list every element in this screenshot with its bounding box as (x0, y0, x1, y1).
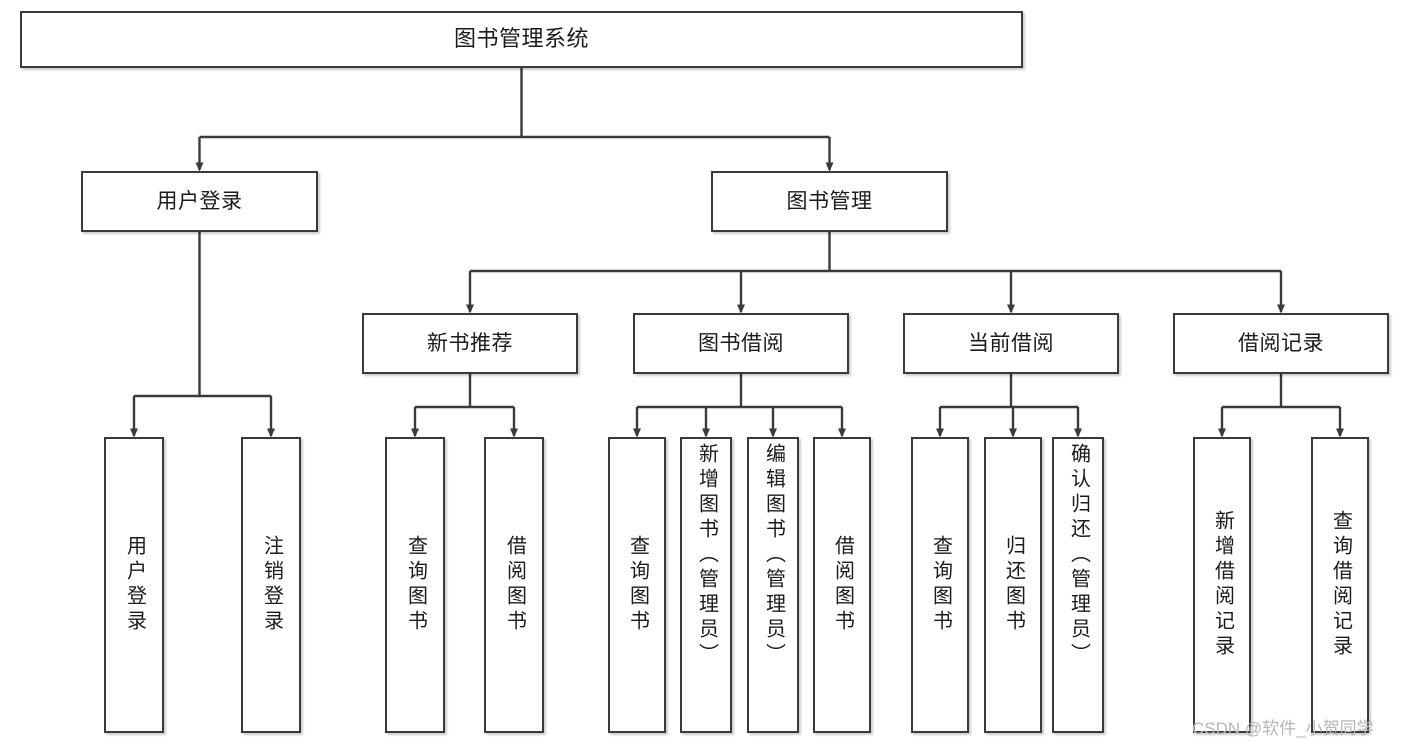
node-leaf12[interactable]: 新增借阅记录 (1193, 437, 1251, 733)
node-label: 图书管理系统 (453, 26, 589, 52)
node-bookmgr[interactable]: 图书管理 (711, 171, 948, 232)
node-label: 用户登录 (156, 189, 243, 213)
node-root[interactable]: 图书管理系统 (20, 11, 1023, 68)
node-label: 当前借阅 (968, 331, 1054, 355)
node-label: 编辑图书（管理员） (762, 443, 785, 668)
node-leaf7[interactable]: 编辑图书（管理员） (747, 437, 799, 733)
node-leaf5[interactable]: 查询图书 (608, 437, 666, 733)
node-login[interactable]: 用户登录 (81, 171, 318, 232)
node-label: 查询图书 (929, 535, 952, 635)
node-label: 新增借阅记录 (1211, 510, 1234, 660)
node-leaf3[interactable]: 查询图书 (385, 437, 445, 733)
node-label: 图书借阅 (698, 331, 784, 355)
node-leaf2[interactable]: 注销登录 (241, 437, 301, 733)
node-leaf13[interactable]: 查询借阅记录 (1311, 437, 1369, 733)
node-label: 查询借阅记录 (1329, 510, 1352, 660)
node-borrow[interactable]: 图书借阅 (633, 313, 849, 374)
node-leaf9[interactable]: 查询图书 (911, 437, 969, 733)
node-label: 新增图书（管理员） (695, 443, 718, 668)
node-current[interactable]: 当前借阅 (903, 313, 1119, 374)
node-leaf10[interactable]: 归还图书 (984, 437, 1042, 733)
node-label: 新书推荐 (427, 331, 513, 355)
node-label: 查询图书 (626, 535, 649, 635)
node-label: 借阅图书 (503, 535, 526, 635)
node-leaf4[interactable]: 借阅图书 (484, 437, 544, 733)
node-leaf8[interactable]: 借阅图书 (813, 437, 871, 733)
node-newbook[interactable]: 新书推荐 (362, 313, 578, 374)
node-label: 查询图书 (404, 535, 427, 635)
node-leaf1[interactable]: 用户登录 (104, 437, 164, 733)
node-label: 归还图书 (1002, 535, 1025, 635)
node-label: 注销登录 (260, 535, 283, 635)
node-records[interactable]: 借阅记录 (1173, 313, 1389, 374)
watermark-text: CSDN @软件_小贺同学 (1192, 719, 1374, 738)
node-leaf6[interactable]: 新增图书（管理员） (680, 437, 732, 733)
node-leaf11[interactable]: 确认归还（管理员） (1052, 437, 1104, 733)
node-label: 借阅记录 (1238, 331, 1324, 355)
node-label: 借阅图书 (831, 535, 854, 635)
node-label: 用户登录 (123, 535, 146, 635)
node-label: 图书管理 (786, 189, 873, 213)
node-label: 确认归还（管理员） (1067, 443, 1090, 668)
